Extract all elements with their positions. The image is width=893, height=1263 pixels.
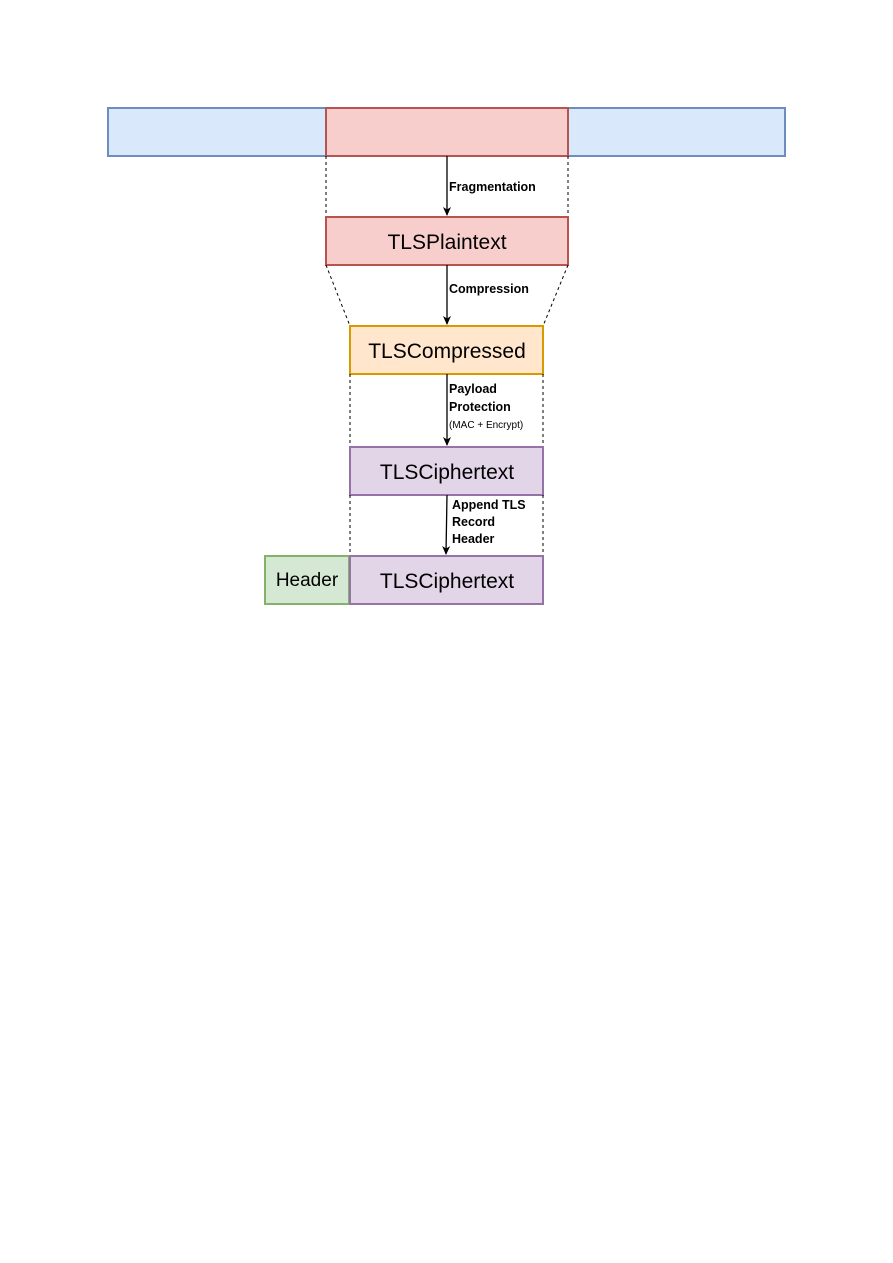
payload-protection-label-line2: Protection [449, 400, 511, 414]
tls-plaintext-box [325, 216, 569, 266]
data-stream-left-segment [107, 107, 327, 157]
append-header-label-line3: Header [452, 532, 495, 546]
append-header-label-line1: Append TLS [452, 498, 526, 512]
tls-ciphertext-box [349, 446, 544, 496]
record-ciphertext-box [349, 555, 544, 605]
guide-plaintext-left [325, 264, 351, 327]
tls-ciphertext-label: TLSCiphertext [380, 461, 514, 484]
append-header-label-line2: Record [452, 515, 495, 529]
record-header-label: Header [276, 570, 339, 591]
data-stream-right-segment [567, 107, 786, 157]
record-header-box [264, 555, 350, 605]
guide-plaintext-right [542, 264, 569, 327]
tls-compressed-label: TLSCompressed [368, 340, 526, 363]
compression-label: Compression [449, 282, 529, 296]
payload-protection-label-line1: Payload [449, 382, 497, 396]
record-ciphertext-label: TLSCiphertext [380, 570, 514, 593]
data-stream-fragment [325, 107, 569, 157]
tls-plaintext-label: TLSPlaintext [387, 231, 506, 254]
fragmentation-label: Fragmentation [449, 180, 536, 194]
append-header-arrow [442, 494, 451, 555]
tls-compressed-box [349, 325, 544, 375]
payload-protection-note: (MAC + Encrypt) [449, 420, 523, 431]
